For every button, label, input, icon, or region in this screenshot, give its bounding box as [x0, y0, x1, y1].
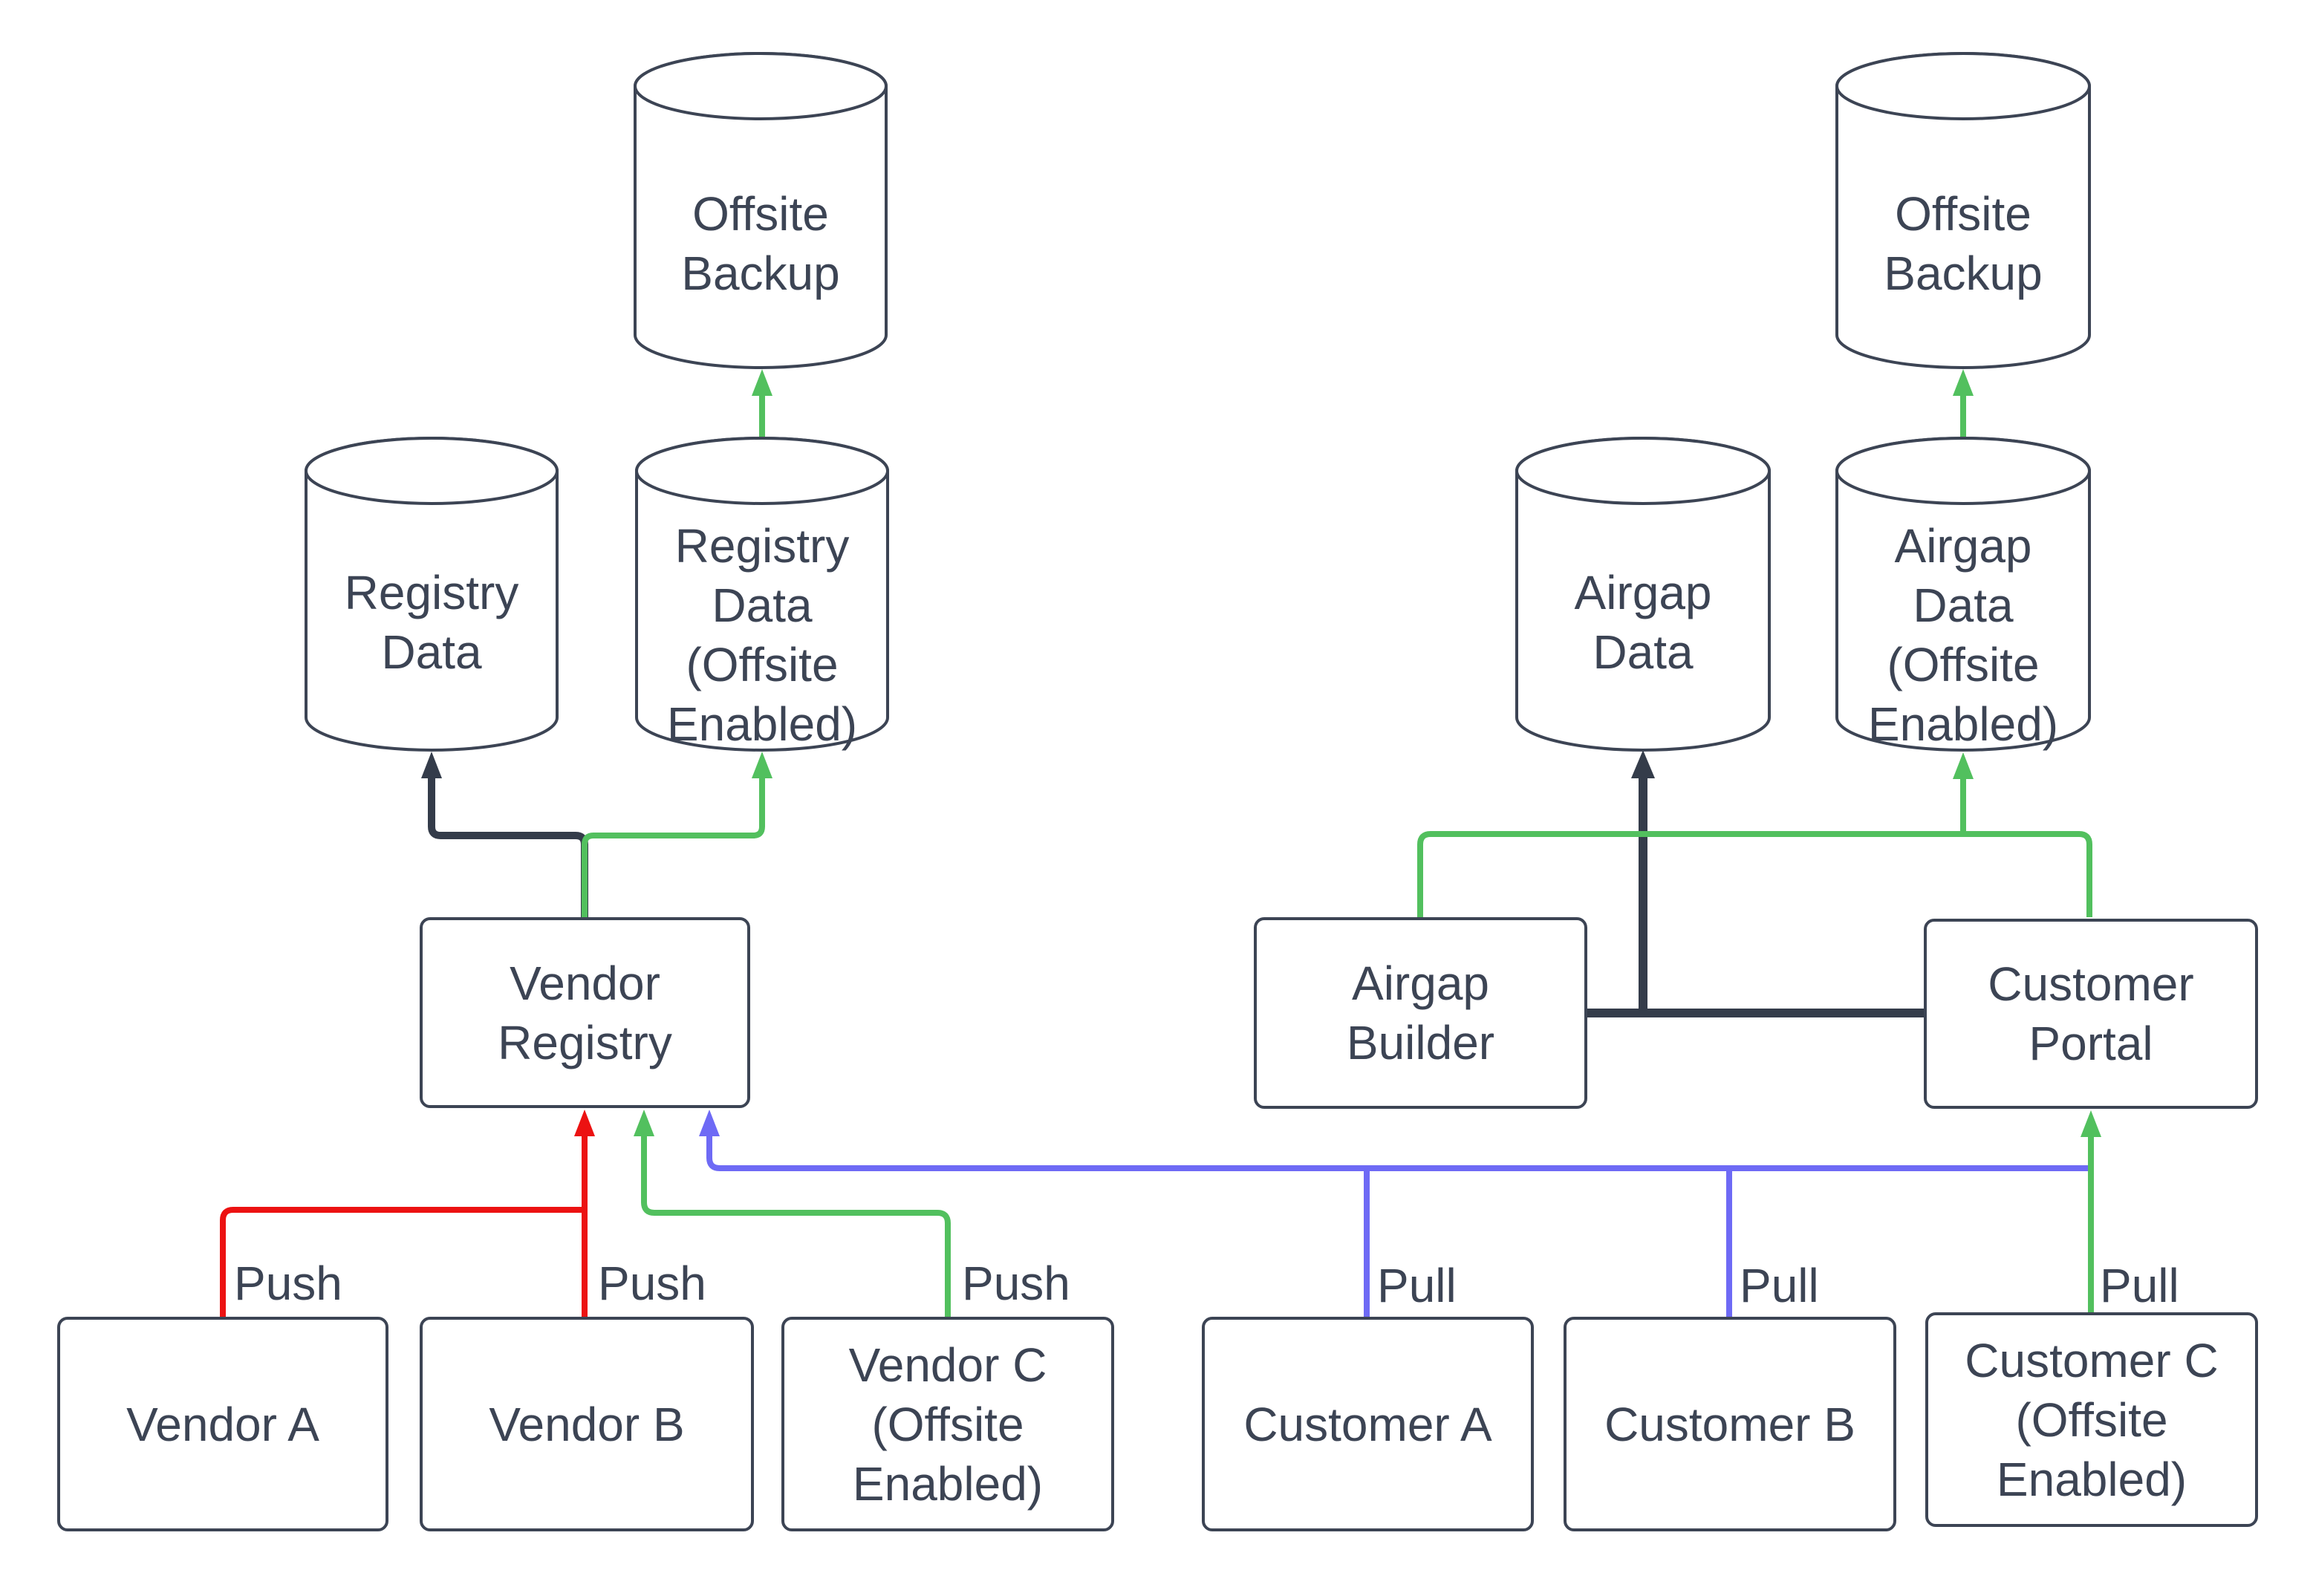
label-airgap-data-offsite: Airgap Data (Offsite Enabled): [1867, 519, 2059, 751]
node-vendor-b: Vendor B: [420, 1317, 754, 1531]
node-customer-b: Customer B: [1564, 1317, 1896, 1531]
edge-label-push-vendor-c: Push: [962, 1257, 1070, 1310]
edge-label-pull-customer-a: Pull: [1377, 1259, 1457, 1312]
arrowhead-into-offsite-backup-right: [1953, 369, 1974, 396]
cylinder-registry-data-offsite: [635, 437, 889, 752]
edge-label-pull-customer-c: Pull: [2100, 1259, 2179, 1312]
edge-airgap-write: [1587, 778, 1924, 1017]
node-airgap-builder: Airgap Builder: [1254, 917, 1587, 1109]
node-vendor-a: Vendor A: [57, 1317, 388, 1531]
edge-vendor-c-push: [641, 1136, 951, 1318]
cylinder-offsite-backup-right: [1835, 52, 2091, 369]
edge-label-pull-customer-b: Pull: [1740, 1259, 1819, 1312]
label-registry-data: Registry Data: [344, 566, 519, 679]
cylinder-registry-data: [305, 437, 559, 752]
edge-label-push-vendor-a: Push: [234, 1257, 342, 1310]
arrowhead-pull-into-vendor-registry: [699, 1110, 720, 1136]
edge-vendor-a-push: [220, 1207, 585, 1318]
cylinder-airgap-data-offsite: [1835, 437, 2091, 752]
arrowhead-into-airgap-data: [1631, 750, 1655, 778]
edge-registry-offsite-write: [582, 778, 765, 917]
arrowhead-into-offsite-backup-left: [752, 369, 772, 396]
cylinder-offsite-backup-left: [634, 52, 888, 369]
arrowhead-into-registry-data-offsite: [752, 752, 772, 778]
edge-registry-write: [428, 778, 588, 917]
node-customer-a: Customer A: [1202, 1317, 1534, 1531]
edge-label-push-vendor-b: Push: [598, 1257, 706, 1310]
arrowhead-vendor-c-into-vendor-registry: [634, 1110, 654, 1136]
node-vendor-registry: Vendor Registry: [420, 917, 750, 1108]
label-offsite-backup-left: Offsite Backup: [681, 187, 840, 300]
label-offsite-backup-right: Offsite Backup: [1884, 187, 2043, 300]
arrowhead-into-airgap-data-offsite: [1953, 752, 1974, 779]
arrowhead-into-registry-data: [421, 752, 442, 778]
arrowhead-into-customer-portal: [2081, 1110, 2101, 1137]
label-airgap-data: Airgap Data: [1574, 566, 1712, 679]
edge-customer-pull-trunk: [706, 1136, 2089, 1171]
node-customer-c: Customer C (Offsite Enabled): [1925, 1312, 2258, 1527]
node-customer-portal: Customer Portal: [1924, 919, 2258, 1109]
node-vendor-c: Vendor C (Offsite Enabled): [781, 1317, 1114, 1531]
cylinder-airgap-data: [1515, 437, 1771, 752]
edge-airgap-offsite-write: [1417, 779, 2092, 917]
arrowhead-push-into-vendor-registry: [574, 1110, 595, 1136]
label-registry-data-offsite: Registry Data (Offsite Enabled): [666, 519, 858, 751]
